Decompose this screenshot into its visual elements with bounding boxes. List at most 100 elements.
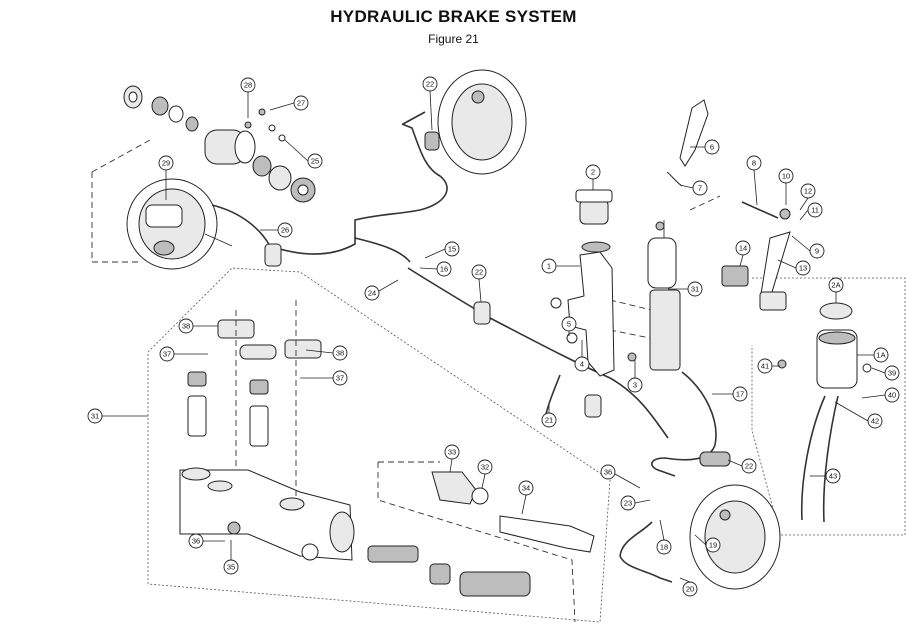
callout-22-top: 22 [422, 76, 438, 131]
svg-text:38: 38 [182, 322, 190, 331]
piston-kit [367, 471, 595, 597]
svg-text:15: 15 [448, 245, 456, 254]
svg-text:13: 13 [799, 264, 807, 273]
callout-42: 42 [834, 401, 883, 429]
callout-37-left: 37 [159, 346, 208, 362]
svg-text:10: 10 [782, 172, 790, 181]
front-right-brake-assembly [689, 451, 781, 590]
brake-pedal-assembly [666, 99, 791, 311]
svg-text:6: 6 [710, 143, 714, 152]
svg-text:7: 7 [698, 184, 702, 193]
callout-22-right: 22 [727, 458, 757, 474]
svg-text:43: 43 [829, 472, 837, 481]
callout-31-right: 31 [668, 281, 703, 297]
callout-32: 32 [477, 459, 493, 489]
callout-17: 17 [712, 386, 748, 402]
callout-20: 20 [679, 577, 698, 597]
callout-38-right: 38 [305, 345, 348, 361]
callout-37-right: 37 [300, 370, 348, 386]
svg-text:28: 28 [244, 81, 252, 90]
svg-text:25: 25 [311, 157, 319, 166]
callout-1: 1 [541, 258, 580, 274]
reservoir-inset [777, 302, 872, 523]
svg-text:34: 34 [522, 484, 530, 493]
callout-41: 41 [757, 358, 780, 374]
callout-12: 12 [799, 183, 816, 211]
svg-text:17: 17 [736, 390, 744, 399]
axle-bearing-parts [123, 85, 316, 203]
svg-text:23: 23 [624, 499, 632, 508]
svg-text:26: 26 [281, 226, 289, 235]
svg-text:1: 1 [547, 262, 551, 271]
rear-right-brake-assembly [424, 69, 527, 175]
figure-label: Figure 21 [428, 32, 479, 46]
callout-15: 15 [424, 241, 460, 259]
callout-18: 18 [656, 519, 672, 555]
wheel-cylinder-housing [179, 300, 355, 561]
svg-text:42: 42 [871, 417, 879, 426]
svg-text:36: 36 [604, 468, 612, 477]
callout-6: 6 [690, 139, 720, 155]
callout-3: 3 [627, 360, 643, 393]
svg-text:24: 24 [368, 289, 376, 298]
callout-13: 13 [777, 259, 811, 276]
callout-1A: 1A [857, 347, 889, 363]
callout-25: 25 [284, 139, 323, 169]
callout-31-left: 31 [87, 408, 148, 424]
svg-text:22: 22 [475, 268, 483, 277]
callout-2: 2 [585, 164, 601, 190]
svg-text:40: 40 [888, 391, 896, 400]
callout-2A: 2A [828, 277, 844, 303]
callout-26: 26 [260, 222, 293, 238]
callout-19: 19 [694, 534, 721, 553]
callout-33: 33 [444, 444, 460, 473]
callout-24: 24 [364, 279, 399, 301]
callout-7: 7 [679, 180, 708, 196]
callout-22-line: 22 [471, 264, 487, 303]
svg-text:1A: 1A [876, 351, 885, 360]
callout-21: 21 [541, 405, 557, 428]
callout-35: 35 [223, 540, 239, 575]
svg-text:22: 22 [745, 462, 753, 471]
svg-text:2A: 2A [831, 281, 840, 290]
svg-text:27: 27 [297, 99, 305, 108]
callout-34: 34 [518, 480, 534, 515]
svg-text:4: 4 [580, 360, 584, 369]
svg-text:37: 37 [163, 350, 171, 359]
callout-9: 9 [791, 235, 825, 259]
svg-text:31: 31 [91, 412, 99, 421]
svg-text:2: 2 [591, 168, 595, 177]
svg-text:37: 37 [336, 374, 344, 383]
callout-28: 28 [240, 77, 256, 118]
callout-8: 8 [746, 155, 762, 206]
svg-text:16: 16 [440, 265, 448, 274]
svg-text:18: 18 [660, 543, 668, 552]
svg-text:21: 21 [545, 416, 553, 425]
callout-36-right: 36 [600, 464, 641, 489]
svg-text:35: 35 [227, 563, 235, 572]
svg-text:31: 31 [691, 285, 699, 294]
callout-43: 43 [810, 468, 841, 484]
svg-text:12: 12 [804, 187, 812, 196]
svg-text:11: 11 [811, 206, 819, 215]
svg-text:20: 20 [686, 585, 694, 594]
callout-27: 27 [269, 95, 309, 111]
svg-text:8: 8 [752, 159, 756, 168]
svg-text:39: 39 [888, 369, 896, 378]
svg-text:38: 38 [336, 349, 344, 358]
callout-36-left: 36 [188, 533, 225, 549]
callout-14: 14 [735, 240, 751, 267]
callout-29: 29 [158, 155, 174, 200]
svg-text:19: 19 [709, 541, 717, 550]
hose-sleeves [264, 243, 602, 418]
svg-text:41: 41 [761, 362, 769, 371]
callout-40: 40 [861, 387, 900, 403]
callout-5: 5 [561, 316, 577, 336]
svg-text:29: 29 [162, 159, 170, 168]
svg-text:5: 5 [567, 320, 571, 329]
svg-text:14: 14 [739, 244, 747, 253]
callout-38-left: 38 [178, 318, 218, 334]
svg-text:3: 3 [633, 381, 637, 390]
callout-39: 39 [871, 365, 900, 381]
